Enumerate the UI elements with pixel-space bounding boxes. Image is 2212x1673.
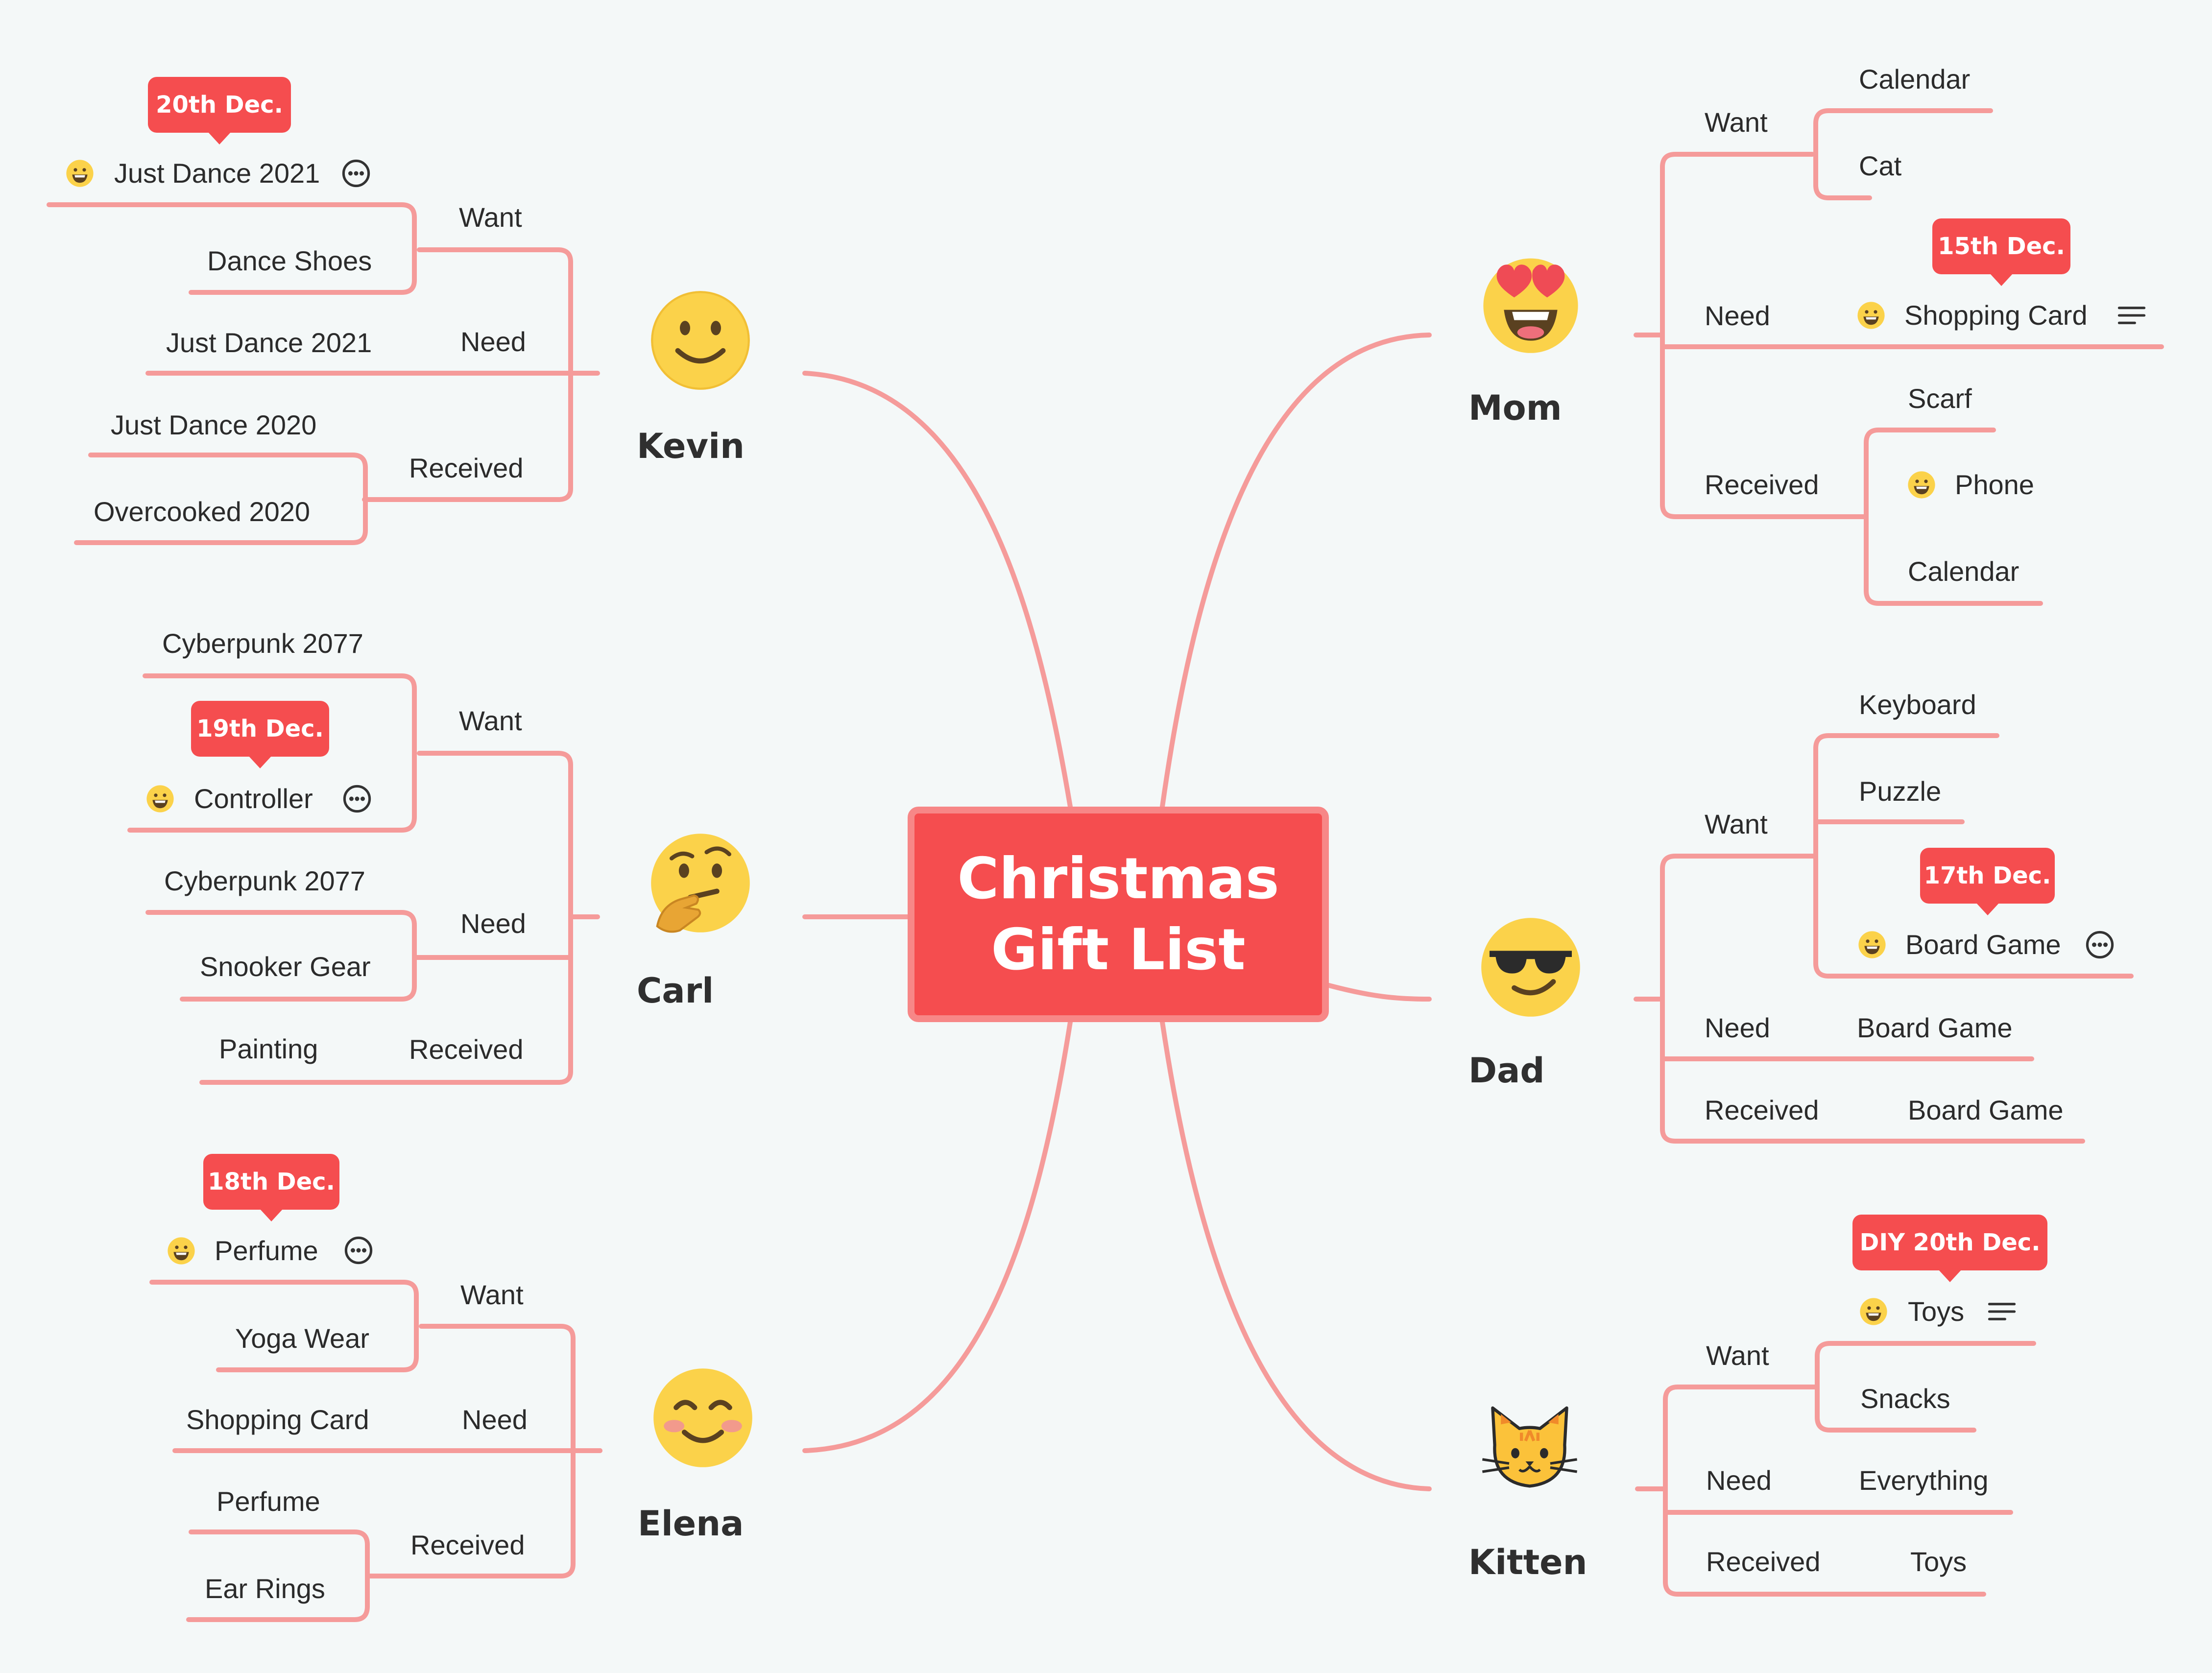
sunglasses-face-icon <box>1481 918 1580 1017</box>
date-callout[interactable]: 20th Dec. <box>148 77 291 144</box>
category-need[interactable]: Need <box>460 908 526 939</box>
gift-item[interactable]: Shopping Card <box>1904 300 2088 331</box>
gift-item[interactable]: Keyboard <box>1859 689 1976 720</box>
gift-item[interactable]: Just Dance 2021 <box>114 158 320 189</box>
branch-dad <box>1326 983 1432 1002</box>
smiling-face-icon <box>651 291 750 390</box>
gift-item[interactable]: Dance Shoes <box>207 245 372 276</box>
branch-kevin <box>802 371 1073 809</box>
gift-item[interactable]: Toys <box>1908 1296 1965 1327</box>
category-need[interactable]: Need <box>460 326 526 357</box>
gift-item[interactable]: Ear Rings <box>205 1573 325 1604</box>
gift-item[interactable]: Cyberpunk 2077 <box>164 865 365 896</box>
category-received[interactable]: Received <box>1705 1095 1819 1125</box>
laughing-face-icon <box>66 160 94 187</box>
gift-item[interactable]: Board Game <box>1905 929 2061 960</box>
branch-mom <box>1160 333 1432 809</box>
gift-item[interactable]: Toys <box>1910 1546 1967 1577</box>
blushing-face-icon <box>653 1368 752 1467</box>
more-options-icon[interactable] <box>340 158 372 189</box>
notes-icon[interactable] <box>2116 300 2147 331</box>
person-name-carl[interactable]: Carl <box>637 971 714 1011</box>
gift-item[interactable]: Overcooked 2020 <box>94 496 311 527</box>
person-name-dad[interactable]: Dad <box>1468 1051 1545 1091</box>
category-received[interactable]: Received <box>409 453 524 483</box>
gift-item[interactable]: Painting <box>219 1033 318 1064</box>
title-line-2: Gift List <box>991 917 1246 983</box>
branch-elena <box>802 1020 1073 1453</box>
gift-item[interactable]: Puzzle <box>1859 776 1942 807</box>
gift-item[interactable]: Calendar <box>1908 556 2020 587</box>
gift-item[interactable]: Perfume <box>215 1235 318 1266</box>
gift-item[interactable]: Shopping Card <box>186 1404 369 1435</box>
category-need[interactable]: Need <box>1705 300 1770 331</box>
category-need[interactable]: Need <box>1705 1012 1770 1043</box>
branch-kitten <box>1160 1020 1432 1491</box>
more-options-icon[interactable] <box>341 783 373 814</box>
gift-item[interactable]: Controller <box>194 783 313 814</box>
person-name-elena[interactable]: Elena <box>638 1504 744 1544</box>
gift-item[interactable]: Board Game <box>1857 1012 2013 1043</box>
gift-item[interactable]: Board Game <box>1908 1095 2064 1125</box>
gift-item[interactable]: Just Dance 2021 <box>166 327 372 358</box>
date-callout[interactable]: 18th Dec. <box>203 1154 339 1221</box>
gift-item[interactable]: Snooker Gear <box>200 951 371 982</box>
gift-item[interactable]: Everything <box>1859 1465 1989 1496</box>
category-need[interactable]: Need <box>1706 1465 1772 1496</box>
title-line-1: Christmas <box>957 846 1279 912</box>
category-want[interactable]: Want <box>1705 809 1768 839</box>
category-want[interactable]: Want <box>1705 107 1768 138</box>
gift-item[interactable]: Snacks <box>1860 1383 1950 1414</box>
category-received[interactable]: Received <box>1705 469 1819 500</box>
notes-icon[interactable] <box>1986 1296 2018 1327</box>
laughing-face-icon <box>1908 471 1935 499</box>
laughing-face-icon <box>1857 302 1885 329</box>
laughing-face-icon <box>146 785 174 813</box>
cat-face-icon <box>1482 1406 1577 1488</box>
gift-item[interactable]: Perfume <box>216 1486 320 1517</box>
gift-item[interactable]: Calendar <box>1859 64 1971 95</box>
gift-item[interactable]: Just Dance 2020 <box>111 409 317 440</box>
gift-item[interactable]: Scarf <box>1908 383 1972 414</box>
category-want[interactable]: Want <box>1706 1340 1769 1371</box>
heart-eyes-face-icon <box>1483 258 1578 353</box>
category-want[interactable]: Want <box>459 202 522 233</box>
category-need[interactable]: Need <box>462 1404 528 1435</box>
gift-item[interactable]: Yoga Wear <box>235 1323 369 1354</box>
thinking-face-icon <box>651 834 750 933</box>
category-received[interactable]: Received <box>409 1034 524 1065</box>
laughing-face-icon <box>1858 931 1886 958</box>
person-name-kevin[interactable]: Kevin <box>637 426 745 466</box>
gift-item[interactable]: Phone <box>1955 469 2034 500</box>
person-name-kitten[interactable]: Kitten <box>1468 1542 1587 1582</box>
category-want[interactable]: Want <box>459 705 522 736</box>
date-callout[interactable]: 15th Dec. <box>1932 218 2070 286</box>
date-callout[interactable]: 19th Dec. <box>191 701 329 768</box>
person-name-mom[interactable]: Mom <box>1468 388 1562 428</box>
category-want[interactable]: Want <box>460 1279 524 1310</box>
more-options-icon[interactable] <box>2084 929 2116 960</box>
laughing-face-icon <box>1860 1298 1887 1325</box>
central-topic[interactable]: Christmas Gift List <box>908 807 1329 1022</box>
date-callout[interactable]: 17th Dec. <box>1920 848 2055 915</box>
gift-item[interactable]: Cyberpunk 2077 <box>162 628 363 659</box>
category-received[interactable]: Received <box>410 1530 525 1560</box>
date-callout[interactable]: DIY 20th Dec. <box>1852 1215 2047 1282</box>
more-options-icon[interactable] <box>343 1235 374 1266</box>
laughing-face-icon <box>168 1237 195 1265</box>
gift-item[interactable]: Cat <box>1859 150 1902 181</box>
category-received[interactable]: Received <box>1706 1546 1821 1577</box>
